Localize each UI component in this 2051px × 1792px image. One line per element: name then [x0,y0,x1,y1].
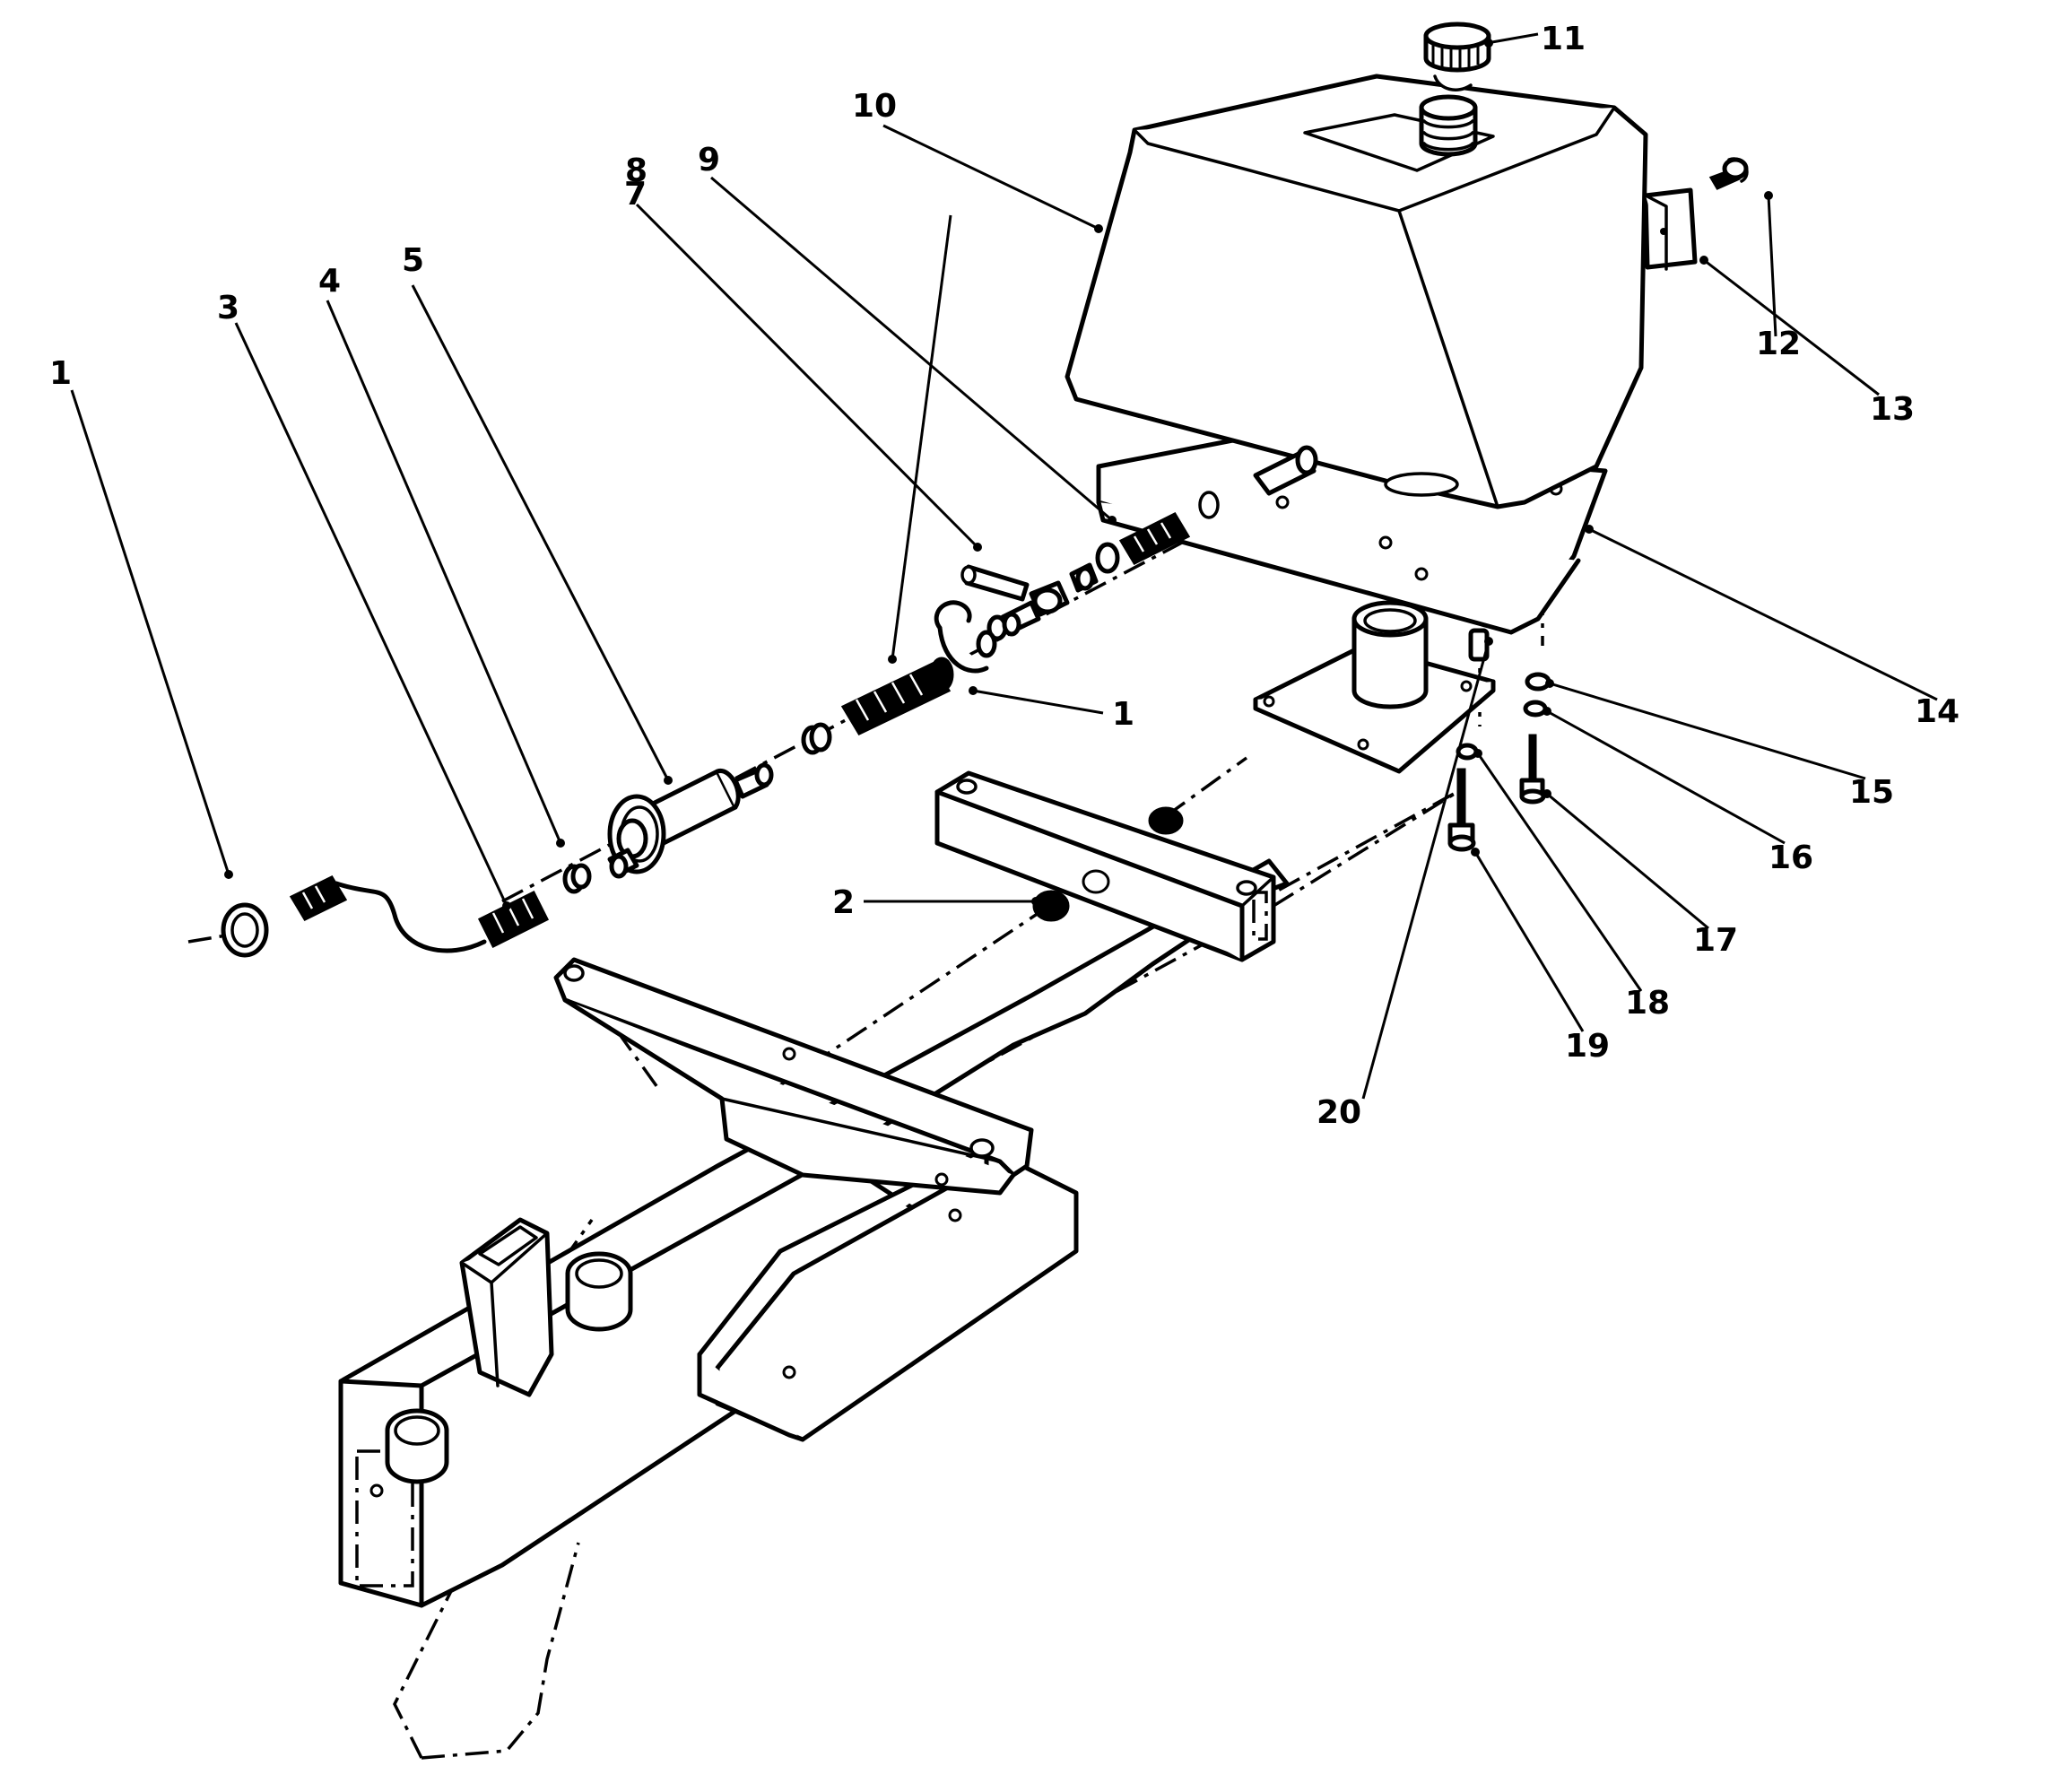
callout-18: 18 [1625,985,1670,1022]
callout-1: 1 [49,355,72,392]
frame-boss [565,1251,633,1332]
nut-2 [1032,806,1184,922]
fuel-line-assembly [221,445,1318,958]
leader-lines [70,32,1938,1100]
upright-post [459,1217,554,1397]
callout-13: 13 [1870,391,1915,428]
callout-10: 10 [852,88,897,125]
callout-17: 17 [1693,922,1738,959]
screw-12 [1708,157,1749,190]
callout-4: 4 [318,263,341,300]
callout-12: 12 [1756,326,1801,362]
callout-1b: 1 [1112,696,1134,733]
callout-labels: 1 1 2 3 4 5 7 8 9 10 11 12 13 14 15 16 1… [49,21,1960,1131]
callout-16: 16 [1769,839,1813,876]
callout-14: 14 [1915,693,1960,730]
callout-8: 8 [625,152,647,189]
callout-5: 5 [402,242,424,279]
crossbar [934,770,1276,962]
callout-11: 11 [1541,21,1586,57]
callout-2: 2 [832,884,855,921]
angle-bracket [553,957,1034,1196]
mount-plate [1253,600,1496,774]
callout-9: 9 [698,142,720,178]
callout-20: 20 [1317,1094,1361,1131]
filler-neck-and-cap [1419,22,1491,157]
callout-3: 3 [217,290,239,326]
callout-7: 7 [624,176,647,213]
fuel-tank [1065,74,1698,509]
mounting-hardware [1447,628,1551,852]
callout-15: 15 [1849,774,1894,811]
callout-19: 19 [1565,1028,1610,1065]
